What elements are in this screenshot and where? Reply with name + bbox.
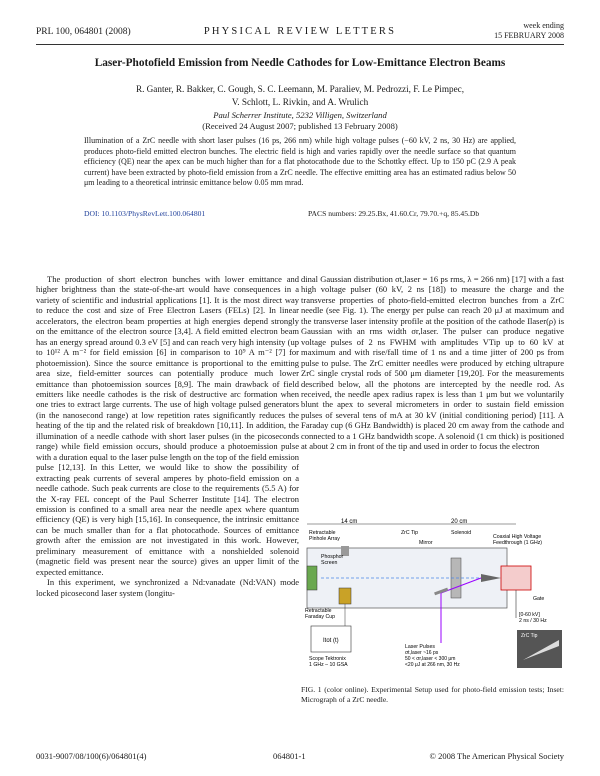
zrc-micrograph-inset [517, 630, 562, 668]
label-laser-pulses: Laser Pulses [405, 644, 435, 650]
doi-link[interactable]: DOI: 10.1103/PhysRevLett.100.064801 [84, 209, 206, 218]
footer-code: 0031-9007/08/100(6)/064801(4) [36, 751, 147, 761]
label-zrc-tip: ZrC Tip [401, 530, 418, 536]
label-scope-bandwidth: 1 GHz – 10 GSA [309, 662, 348, 668]
hv-feedthrough [500, 565, 532, 591]
copyright: © 2008 The American Physical Society [429, 751, 565, 761]
experimental-setup-figure: 14 cm 20 cm Retractable Pinhole Array Zr… [305, 519, 562, 668]
pinhole-array [341, 546, 349, 556]
journal-citation: PRL 100, 064801 (2008) [36, 27, 131, 37]
scope-box [310, 625, 352, 653]
label-retractable-cup: Retractable [305, 608, 332, 614]
paragraph: The production of short electron bunches… [36, 274, 299, 577]
figure-caption: FIG. 1 (color online). Experimental Setu… [301, 685, 564, 704]
faraday-cup [338, 587, 352, 605]
label-phosphor: Phosphor [321, 554, 343, 560]
label-itot: Itot (t) [323, 638, 339, 644]
abstract: Illumination of a ZrC needle with short … [84, 136, 516, 188]
paragraph: dinal Gaussian distribution σt,laser = 1… [301, 274, 564, 452]
label-coaxial: Coaxial High Voltage [493, 534, 541, 540]
header-rule [36, 44, 564, 45]
paragraph: In this experiment, we synchronized a Nd… [36, 577, 299, 598]
label-inset: ZrC Tip [521, 633, 538, 639]
label-pulse: 2 ns / 30 Hz [519, 618, 547, 624]
label-solenoid: Solenoid [451, 530, 471, 536]
zrc-needle [481, 574, 501, 582]
label-scope: Scope Tektronix [309, 656, 346, 662]
label-mirror: Mirror [419, 540, 433, 546]
body-column-left: The production of short electron bunches… [36, 274, 299, 598]
dimension-label: 14 cm [341, 519, 357, 525]
label-retractable: Retractable [309, 530, 336, 536]
affiliation: Paul Scherrer Institute, 5232 Villigen, … [213, 110, 387, 120]
label-feedthrough: Feedthrough (1 GHz) [493, 540, 542, 546]
label-kv: [0-60 kV] [519, 612, 540, 618]
label-laser-radius: 50 < σr,laser < 300 μm [405, 656, 455, 662]
mirror [434, 587, 449, 596]
label-laser-width: σt,laser ~16 ps [405, 650, 439, 656]
label-gate: Gate [533, 596, 544, 602]
journal-name: PHYSICAL REVIEW LETTERS [203, 26, 397, 37]
phosphor-screen [306, 565, 318, 591]
page-number: 064801-1 [273, 751, 306, 761]
label-laser-energy: <20 μJ at 266 nm, 30 Hz [405, 662, 460, 668]
label-screen: Screen [321, 560, 338, 566]
running-header: PRL 100, 064801 (2008) PHYSICAL REVIEW L… [36, 21, 564, 43]
label-pinhole-array: Pinhole Array [309, 536, 340, 542]
body-column-right: dinal Gaussian distribution σt,laser = 1… [301, 274, 564, 452]
pacs-numbers: PACS numbers: 29.25.Bx, 41.60.Cr, 79.70.… [308, 209, 480, 218]
paper-title: Laser-Photofield Emission from Needle Ca… [94, 57, 506, 69]
author-list: R. Ganter, R. Bakker, C. Gough, S. C. Le… [135, 84, 465, 107]
received-dates: (Received 24 August 2007; published 13 F… [202, 121, 398, 131]
dimension-label: 20 cm [451, 519, 467, 525]
label-faraday-cup: Faraday Cup [305, 614, 335, 620]
